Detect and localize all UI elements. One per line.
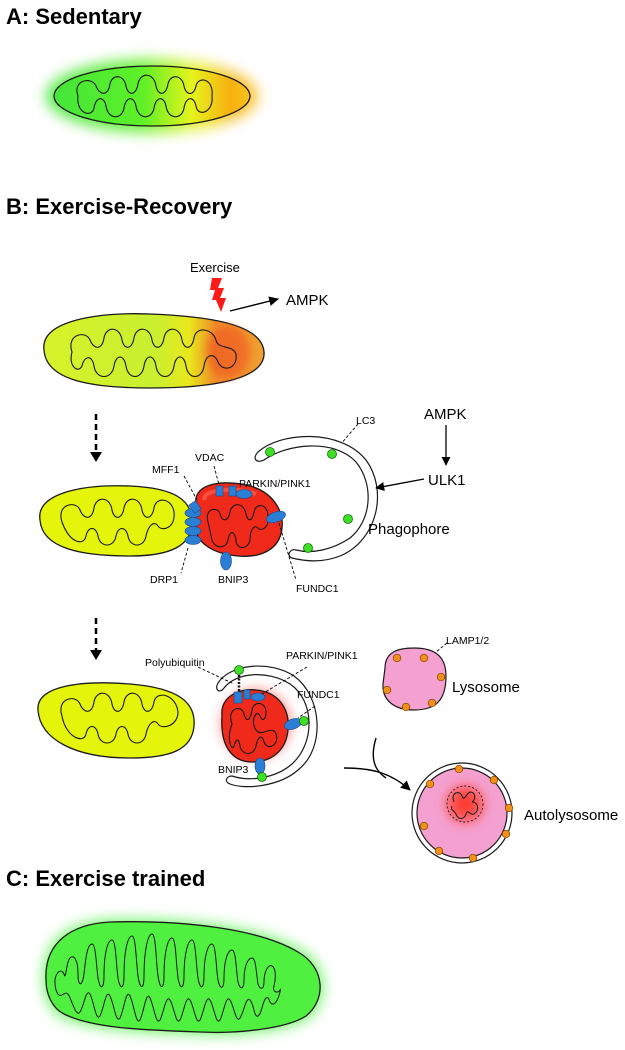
bnip3-label: BNIP3 [218, 574, 249, 586]
cristae [76, 74, 213, 118]
exercise-label: Exercise [190, 260, 240, 275]
autophagosome-membrane [216, 665, 318, 788]
healthy-daughter-mitochondrion [39, 485, 193, 557]
lightning-bolt-icon [210, 278, 226, 312]
bnip3-protein [220, 551, 232, 571]
panel-a-title: A: Sedentary [6, 4, 142, 29]
parkin-pink1-label-2: PARKIN/PINK1 [286, 650, 358, 662]
exercised-mitochondrion [43, 313, 265, 389]
drp1-label: DRP1 [150, 574, 178, 586]
pink1-protein-2 [243, 689, 251, 700]
lc3-dot [257, 772, 267, 782]
lysosome-merge-line [372, 737, 387, 779]
lamp-proteins [419, 764, 514, 863]
parkin-protein [228, 485, 237, 497]
fundc1-label: FUNDC1 [296, 583, 339, 595]
parkin-pink1-label: PARKIN/PINK1 [239, 478, 311, 490]
leader-lines-stage1 [180, 423, 359, 581]
bnip3-protein-2 [254, 757, 266, 775]
phagophore-label: Phagophore [368, 521, 450, 538]
fundc1-label-2: FUNDC1 [297, 689, 340, 701]
ampk-label-2: AMPK [424, 406, 467, 423]
polyubiquitin-label: Polyubiquitin [145, 657, 205, 669]
parkin-protein-2 [233, 691, 243, 704]
vdac-label: VDAC [195, 452, 225, 464]
cristae [70, 328, 237, 378]
vdac-protein [215, 485, 224, 497]
lamp-label: LAMP1/2 [446, 635, 489, 647]
exercise-ampk-arrow [229, 296, 279, 312]
sedentary-mitochondrion [46, 59, 258, 133]
cristae [228, 702, 278, 755]
panel-c-title: C: Exercise trained [6, 866, 205, 891]
mff1-label: MFF1 [152, 464, 180, 476]
lc3-dot [234, 665, 244, 675]
healthy-mitochondrion-2 [37, 682, 195, 759]
leader-lines-stage2 [197, 642, 448, 719]
fusion-arrow [343, 767, 411, 791]
mff1-protein [188, 500, 202, 514]
fundc1-protein [266, 510, 286, 524]
progression-arrowhead-2 [90, 650, 102, 660]
ulk1-phagophore-arrow [375, 478, 425, 491]
pink1-ellipse-2 [250, 692, 266, 702]
trained-mitochondrion [43, 919, 323, 1035]
lc3-dot [299, 716, 309, 726]
degraded-cristae [451, 791, 479, 819]
ulk1-label: ULK1 [428, 472, 466, 489]
cristae [206, 504, 269, 549]
lysosome-label: Lysosome [452, 679, 520, 696]
pink1-protein [235, 489, 253, 499]
phagophore [254, 435, 379, 562]
autolysosome [411, 762, 514, 864]
progression-arrowhead-1 [90, 452, 102, 462]
lc3-label: LC3 [356, 415, 375, 427]
lysosome [382, 647, 447, 712]
cristae [60, 692, 179, 744]
ampk-label-1: AMPK [286, 292, 329, 309]
cristae [60, 498, 175, 546]
autolysosome-label: Autolysosome [524, 807, 618, 824]
bnip3-label-2: BNIP3 [218, 764, 249, 776]
lamp-proteins [382, 653, 446, 712]
panel-b-title: B: Exercise-Recovery [6, 194, 233, 219]
cristae [54, 933, 281, 1022]
